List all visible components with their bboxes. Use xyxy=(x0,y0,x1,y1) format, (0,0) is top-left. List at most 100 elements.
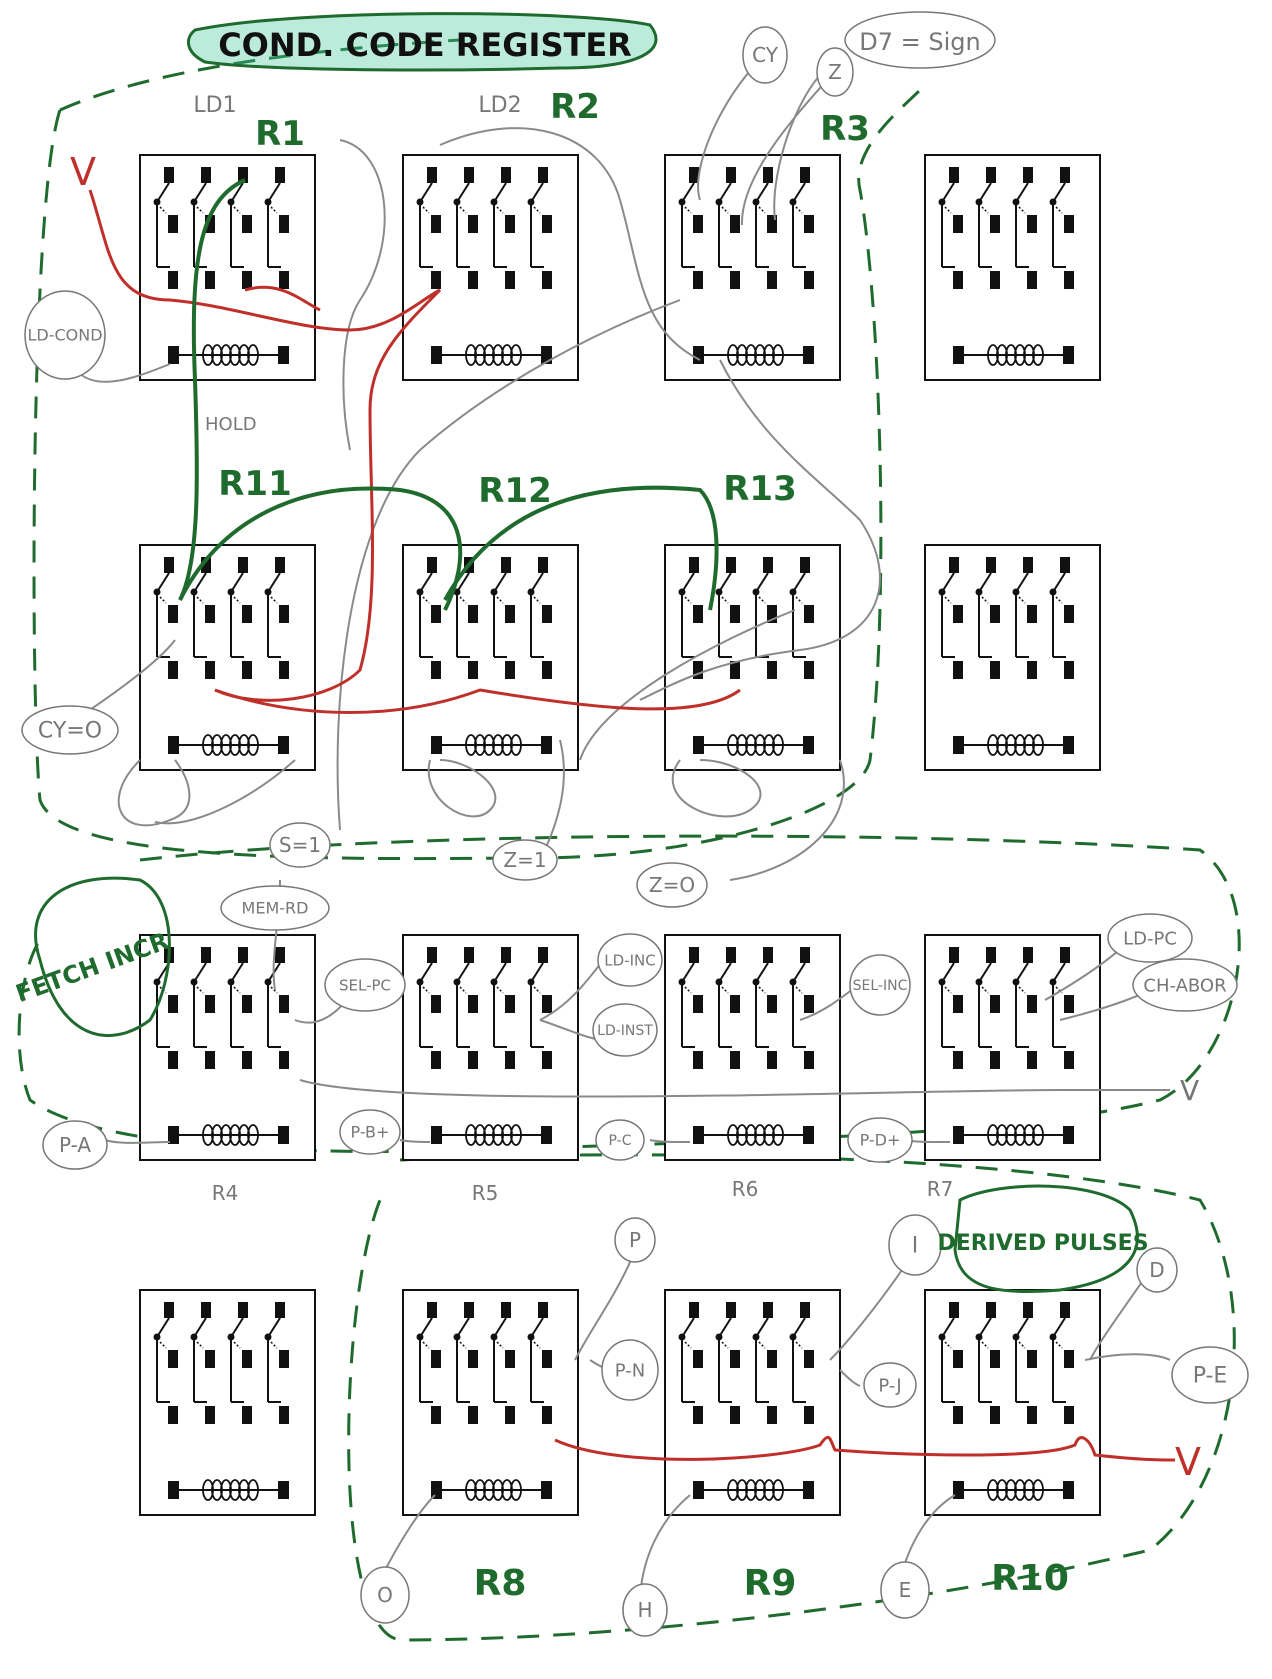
relay-module-spare-b xyxy=(925,545,1100,770)
signal-text: P-D+ xyxy=(860,1131,901,1150)
signal-bubble xyxy=(849,954,911,1016)
signal-text: P-N xyxy=(615,1360,645,1381)
signal-text: CY=O xyxy=(38,719,102,744)
signal-text: Z=O xyxy=(649,873,695,897)
signal-text: P-C xyxy=(609,1133,632,1149)
relay-label-r12: R12 xyxy=(478,471,552,511)
relay-module-r9 xyxy=(665,1290,840,1515)
signal-text: MEM-RD xyxy=(242,899,309,918)
signal-text: LD-INC xyxy=(604,951,655,969)
signal-ld-inc: LD-INC xyxy=(597,933,663,987)
red-power-wiring xyxy=(88,189,1176,1462)
signal-o: O xyxy=(360,1566,410,1624)
relay-module-r8 xyxy=(403,1290,578,1515)
signal-text: LD-INST xyxy=(597,1023,653,1039)
signal-p: P xyxy=(614,1217,656,1263)
signal-text: Z xyxy=(828,60,842,84)
d7-label: D7 = Sign xyxy=(844,11,996,69)
relay-label-r3: R3 xyxy=(820,109,870,149)
signal-z0: Z=O xyxy=(636,862,708,908)
derived-pulses-label: DERIVED PULSES xyxy=(937,1231,1148,1256)
signal-text: O xyxy=(377,1583,393,1607)
relay-label-r5: R5 xyxy=(472,1181,499,1205)
signal-i: I xyxy=(888,1214,942,1276)
signal-text: P-A xyxy=(59,1133,91,1157)
signal-bubble xyxy=(1132,958,1238,1012)
relay-label-r4: R4 xyxy=(212,1181,239,1205)
page-title: COND. CODE REGISTER xyxy=(218,26,632,64)
v-supply-top: V xyxy=(70,150,96,194)
signal-text: P-J xyxy=(878,1375,901,1396)
signal-labels: LD-COND CY Z CY=O S=1 Z=1Z=O MEM-RD SEL-PC LD-IN… xyxy=(21,26,1249,1637)
signal-p-e: P-E xyxy=(1171,1346,1249,1404)
relay-module-r7 xyxy=(925,935,1100,1160)
signal-ld-inst: LD-INST xyxy=(592,1003,658,1057)
signal-bubble xyxy=(21,705,119,755)
hold-label: HOLD xyxy=(205,414,257,435)
signal-p-j: P-J xyxy=(863,1362,917,1408)
relay-label-r9: R9 xyxy=(744,1563,797,1604)
signal-bubble xyxy=(636,862,708,908)
relay-module-r11 xyxy=(140,545,315,770)
signal-z1: Z=1 xyxy=(492,839,558,881)
relay-label-r1: R1 xyxy=(255,114,305,154)
relay-label-r6: R6 xyxy=(732,1177,759,1201)
signal-text: LD-COND xyxy=(27,326,102,345)
signal-text: SEL-INC xyxy=(853,978,908,994)
relay-label-r2: R2 xyxy=(550,87,600,127)
relay-module-r3 xyxy=(665,155,840,380)
signal-s1: S=1 xyxy=(269,822,331,868)
v-supply-derived: V xyxy=(1175,1440,1201,1484)
signal-bubble xyxy=(492,839,558,881)
signal-text: D xyxy=(1149,1258,1164,1282)
d7-sign-text: D7 = Sign xyxy=(859,28,980,56)
relay-label-r13: R13 xyxy=(723,469,797,509)
signal-text: S=1 xyxy=(279,833,321,857)
signal-p-c: P-C xyxy=(595,1119,645,1161)
cond-code-group-outline xyxy=(32,88,922,861)
signal-bubble xyxy=(1171,1346,1249,1404)
derived-pulses-bubble: DERIVED PULSES xyxy=(937,1184,1149,1294)
signal-sel-pc: SEL-PC xyxy=(324,958,406,1012)
relay-module-spare-c xyxy=(140,1290,315,1515)
signal-h: H xyxy=(622,1583,668,1637)
relay-label-r8: R8 xyxy=(474,1563,527,1604)
signal-bubble xyxy=(742,26,788,84)
relay-module-r5 xyxy=(403,935,578,1160)
signal-bubble xyxy=(880,1561,930,1619)
signal-sel-inc: SEL-INC xyxy=(849,954,911,1016)
signal-bubble xyxy=(1136,1247,1178,1293)
signal-bubble xyxy=(597,933,663,987)
relay-label-r7: R7 xyxy=(927,1177,954,1201)
green-hold-wiring xyxy=(178,178,719,611)
signal-bubble xyxy=(269,822,331,868)
signal-text: P xyxy=(629,1228,641,1252)
relay-module-spare-a xyxy=(925,155,1100,380)
relay-module-r2 xyxy=(403,155,578,380)
relay-module-r12 xyxy=(403,545,578,770)
signal-bubble xyxy=(324,958,406,1012)
signal-cy0: CY=O xyxy=(21,705,119,755)
signal-z: Z xyxy=(816,47,854,97)
signal-bubble xyxy=(1107,913,1193,963)
signal-text: P-E xyxy=(1193,1364,1228,1389)
signal-bubble xyxy=(24,290,106,380)
signal-mem-rd: MEM-RD xyxy=(220,885,330,931)
signal-ld-cond: LD-COND xyxy=(24,290,106,380)
relay-sub-r2: LD2 xyxy=(478,93,521,118)
signal-p-d: P-D+ xyxy=(847,1117,913,1163)
signal-p-n: P-N xyxy=(601,1339,659,1401)
signal-text: P-B+ xyxy=(351,1123,390,1142)
signal-ch-abor: CH-ABOR xyxy=(1132,958,1238,1012)
relay-module-r6 xyxy=(665,935,840,1160)
signal-text: LD-PC xyxy=(1123,928,1177,949)
relay-module-r1 xyxy=(140,155,315,380)
signal-bubble xyxy=(339,1109,401,1155)
signal-bubble xyxy=(816,47,854,97)
signal-bubble xyxy=(601,1339,659,1401)
relay-label-r10: R10 xyxy=(991,1558,1069,1599)
signal-e: E xyxy=(880,1561,930,1619)
signal-text: SEL-PC xyxy=(339,976,391,994)
signal-text: CY xyxy=(752,43,779,67)
